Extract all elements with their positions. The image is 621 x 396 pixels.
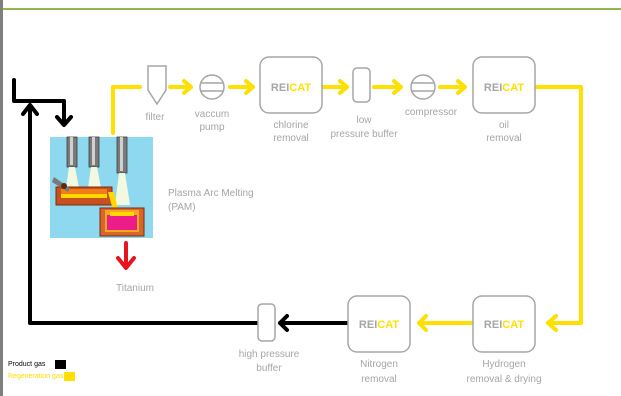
- titanium-label: Titanium: [116, 283, 154, 294]
- oil-removal-label-1: oil: [498, 120, 509, 131]
- chlorine-removal-label-1: chlorine: [273, 120, 309, 131]
- reicat-unit-hydrogen: REICAT: [472, 295, 536, 353]
- legend-regeneration-gas: Regeneration gas: [8, 372, 76, 381]
- feed-arrowhead: [55, 115, 73, 127]
- chlorine-removal-label-2: removal: [273, 133, 309, 144]
- hydrogen-arrowhead: [546, 314, 558, 332]
- oil-to-hydrogen-line: [532, 85, 583, 325]
- compressor-to-oil-arrow: [438, 79, 467, 95]
- nitrogen-to-hpbuffer-arrow: [278, 314, 350, 332]
- high-pressure-buffer-label-1: high pressure: [238, 349, 300, 360]
- hpbuffer-return-line: [28, 105, 260, 325]
- svg-text:REICAT: REICAT: [271, 82, 311, 94]
- product-gas-lines: [12, 78, 350, 332]
- vacuum-pump-label-1: vaccum: [194, 109, 230, 120]
- legend-regeneration-gas-swatch: [64, 372, 76, 381]
- reicat-unit-oil: REICAT: [472, 56, 536, 114]
- pam-label-1: Plasma Arc Melting: [168, 188, 254, 199]
- low-pressure-buffer-label-2: pressure buffer: [330, 129, 398, 140]
- svg-text:REICAT: REICAT: [484, 319, 524, 331]
- high-pressure-buffer-icon: [257, 303, 276, 342]
- hydrogen-removal-label-1: Hydrogen: [482, 359, 526, 370]
- nitrogen-removal-label-1: Nitrogen: [360, 359, 398, 370]
- legend-product-gas-swatch: [55, 360, 67, 369]
- pam-label-2: (PAM): [168, 202, 196, 213]
- lpbuffer-to-compressor-arrow: [372, 79, 403, 95]
- oil-removal-label-2: removal: [486, 133, 522, 144]
- reicat-unit-nitrogen: REICAT: [347, 295, 411, 353]
- filter-icon: [147, 65, 167, 106]
- pam-to-filter-line: [111, 85, 142, 135]
- hydrogen-removal-label-2: removal & drying: [466, 374, 542, 385]
- feed-into-pam-line: [12, 78, 66, 126]
- hydrogen-to-nitrogen-arrow: [417, 314, 476, 332]
- svg-text:REICAT: REICAT: [484, 82, 524, 94]
- compressor-label: compressor: [404, 107, 458, 118]
- pump-to-chlorine-arrow: [228, 79, 255, 95]
- legend-product-gas: Product gas: [8, 360, 67, 369]
- legend-product-gas-label: Product gas: [8, 361, 46, 368]
- vacuum-pump-icon: [199, 74, 225, 100]
- legend-regeneration-gas-label: Regeneration gas: [8, 373, 64, 380]
- svg-text:REICAT: REICAT: [359, 319, 399, 331]
- titanium-output-arrow: [116, 241, 136, 270]
- plasma-arc-melting-illustration: [50, 136, 153, 238]
- frame-top-rule: [3, 8, 621, 10]
- frame-left-border: [0, 0, 3, 396]
- low-pressure-buffer-icon: [352, 67, 371, 103]
- regeneration-gas-lines: [111, 79, 583, 332]
- high-pressure-buffer-label-2: buffer: [256, 363, 282, 374]
- chlorine-to-lpbuffer-arrow: [320, 79, 349, 95]
- return-arrowhead: [21, 103, 39, 116]
- reicat-unit-chlorine: REICAT: [259, 56, 323, 114]
- low-pressure-buffer-label-1: low: [356, 115, 372, 126]
- filter-to-pump-arrow: [168, 79, 193, 95]
- nitrogen-removal-label-2: removal: [361, 374, 397, 385]
- vacuum-pump-label-2: pump: [199, 122, 225, 133]
- compressor-icon: [410, 74, 436, 100]
- filter-label: filter: [145, 112, 165, 123]
